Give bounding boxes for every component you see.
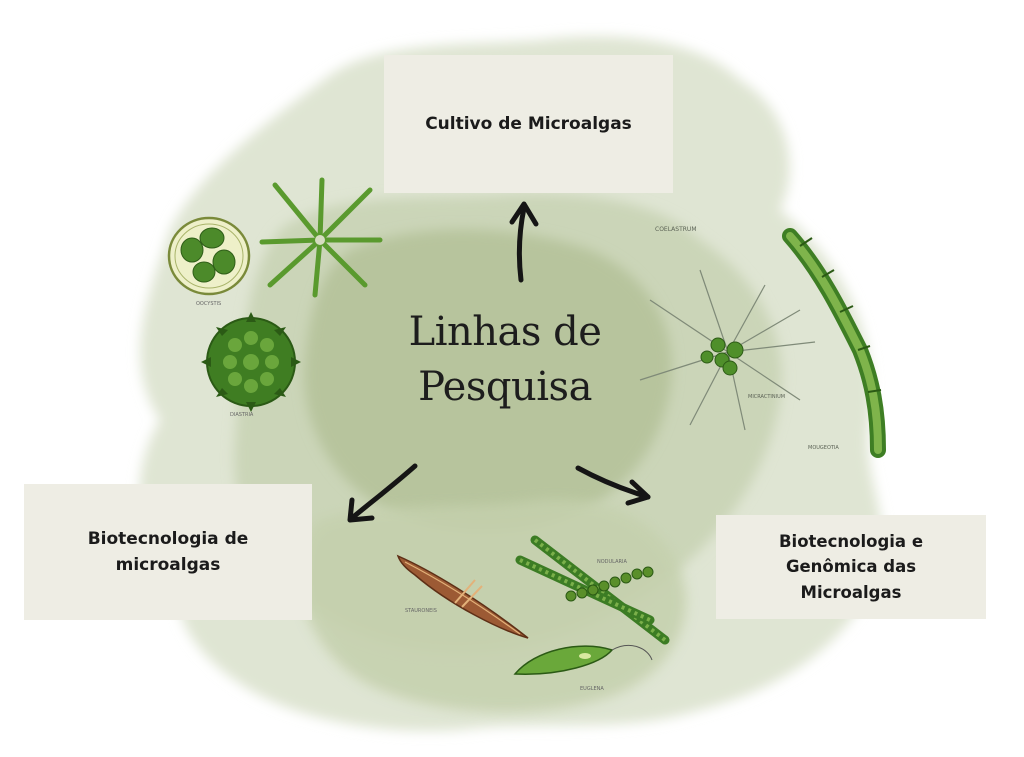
oocystis-label: OOCYSTIS	[196, 301, 221, 307]
mougeotia-illustration	[782, 228, 886, 458]
euglena-label: EUGLENA	[580, 686, 604, 692]
nodularia-label: NODULARIA	[597, 559, 627, 565]
node-cultivo-de-microalgas: Cultivo de Microalgas	[384, 55, 673, 193]
micractinium-label: MICRACTINIUM	[748, 394, 785, 400]
star-alga-illustration	[259, 177, 383, 298]
node-biotecnologia-line2: microalgas	[115, 555, 221, 575]
arrow-to-right	[575, 465, 651, 506]
diastria-label: DIASTRIA	[230, 412, 254, 418]
mougeotia-label: MOUGEOTIA	[808, 445, 839, 451]
node-biotecnologia-e-genomica: Biotecnologia e Genômica das Microalgas	[716, 515, 986, 619]
central-topic-line1: Linhas de	[408, 309, 602, 355]
arrow-to-top	[509, 201, 539, 283]
filament-illustration	[515, 535, 670, 645]
coelastrum-label: COELASTRUM	[655, 226, 697, 233]
node-genomica-line1: Biotecnologia e	[778, 531, 924, 551]
node-genomica-line2: Genômica das	[785, 557, 917, 577]
node-cultivo-label: Cultivo de Microalgas	[425, 113, 632, 134]
pediastrum-illustration	[201, 312, 301, 412]
node-biotecnologia-de-microalgas: Biotecnologia de microalgas	[24, 484, 312, 620]
node-biotecnologia-line1: Biotecnologia de	[87, 528, 249, 549]
micractinium-cells	[700, 337, 744, 376]
wash-center	[304, 229, 672, 532]
stauroneis-label: STAURONEIS	[405, 608, 437, 614]
euglena-illustration	[513, 645, 653, 675]
central-topic-line2: Pesquisa	[418, 364, 592, 411]
central-topic-title: Linhas de Pesquisa	[380, 305, 630, 415]
star-alga-center	[315, 235, 325, 245]
arrow-to-left	[347, 463, 418, 523]
node-genomica-line3: Microalgas	[800, 582, 902, 602]
oocystis-illustration	[167, 216, 251, 296]
diatom-illustration	[396, 554, 529, 639]
